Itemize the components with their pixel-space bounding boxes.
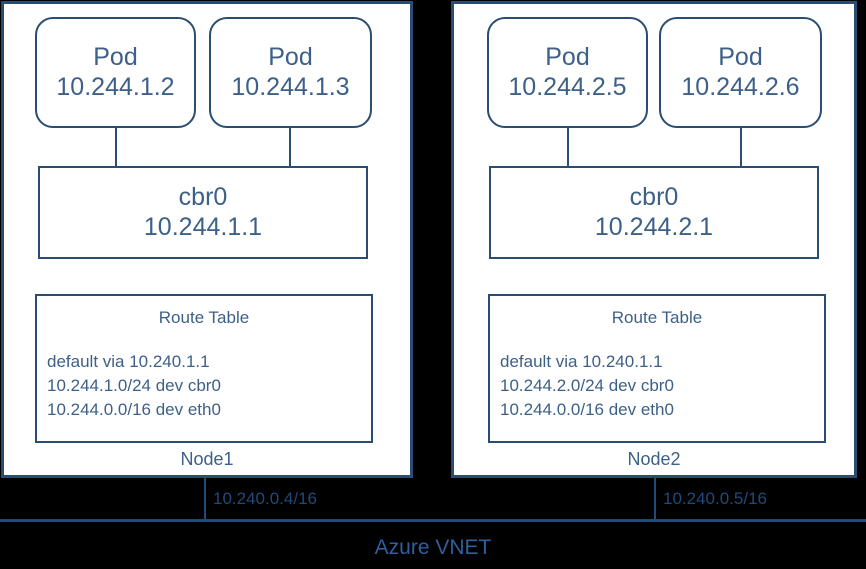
pod-ip: 10.244.2.6 xyxy=(681,72,800,101)
pod-ip: 10.244.2.5 xyxy=(508,72,627,101)
node-label-node1: Node1 xyxy=(180,449,234,469)
connector-node1-to-vnet xyxy=(204,478,206,520)
route-table-node2[interactable]: Route Table default via 10.240.1.1 10.24… xyxy=(488,294,826,443)
host-ip-label-node2: 10.240.0.5/16 xyxy=(663,489,767,508)
bridge-box-node1[interactable]: cbr0 10.244.1.1 xyxy=(38,166,368,259)
vnet-label: Azure VNET xyxy=(374,536,492,559)
vnet-bus-line xyxy=(0,519,866,522)
route-table-entries: default via 10.240.1.1 10.244.1.0/24 dev… xyxy=(37,350,371,422)
bridge-name: cbr0 xyxy=(629,183,679,211)
route-entry: 10.244.0.0/16 dev eth0 xyxy=(500,400,674,420)
route-entry: 10.244.0.0/16 dev eth0 xyxy=(47,400,221,420)
route-entry: 10.244.2.0/24 dev cbr0 xyxy=(500,376,674,396)
connector-pod1-to-bridge-node2 xyxy=(567,125,569,167)
route-entry: default via 10.240.1.1 xyxy=(47,352,210,371)
route-table-title: Route Table xyxy=(611,308,703,327)
pod-title: Pod xyxy=(268,43,313,71)
bridge-name: cbr0 xyxy=(178,183,228,211)
pod-title: Pod xyxy=(93,43,138,71)
bridge-box-node2[interactable]: cbr0 10.244.2.1 xyxy=(489,166,819,259)
connector-pod2-to-bridge-node1 xyxy=(289,125,291,167)
connector-pod2-to-bridge-node2 xyxy=(740,125,742,167)
pod-title: Pod xyxy=(545,43,590,71)
route-entry: 10.244.1.0/24 dev cbr0 xyxy=(47,376,221,396)
pod-box-node1-pod2[interactable]: Pod 10.244.1.3 xyxy=(209,17,372,128)
pod-box-node2-pod1[interactable]: Pod 10.244.2.5 xyxy=(487,17,648,128)
route-table-node1[interactable]: Route Table default via 10.240.1.1 10.24… xyxy=(35,294,373,443)
node-label-node2: Node2 xyxy=(627,449,681,469)
connector-pod1-to-bridge-node1 xyxy=(115,125,117,167)
pod-box-node2-pod2[interactable]: Pod 10.244.2.6 xyxy=(659,17,822,128)
bridge-ip: 10.244.1.1 xyxy=(143,212,263,241)
connector-node2-to-vnet xyxy=(654,478,656,520)
pod-ip: 10.244.1.2 xyxy=(56,72,175,101)
route-table-title: Route Table xyxy=(158,308,250,327)
route-entry: default via 10.240.1.1 xyxy=(500,352,663,371)
pod-ip: 10.244.1.3 xyxy=(231,72,350,101)
route-table-entries: default via 10.240.1.1 10.244.2.0/24 dev… xyxy=(490,350,824,422)
pod-box-node1-pod1[interactable]: Pod 10.244.1.2 xyxy=(35,17,196,128)
bridge-ip: 10.244.2.1 xyxy=(594,212,714,241)
pod-title: Pod xyxy=(718,43,763,71)
host-ip-label-node1: 10.240.0.4/16 xyxy=(213,489,317,508)
